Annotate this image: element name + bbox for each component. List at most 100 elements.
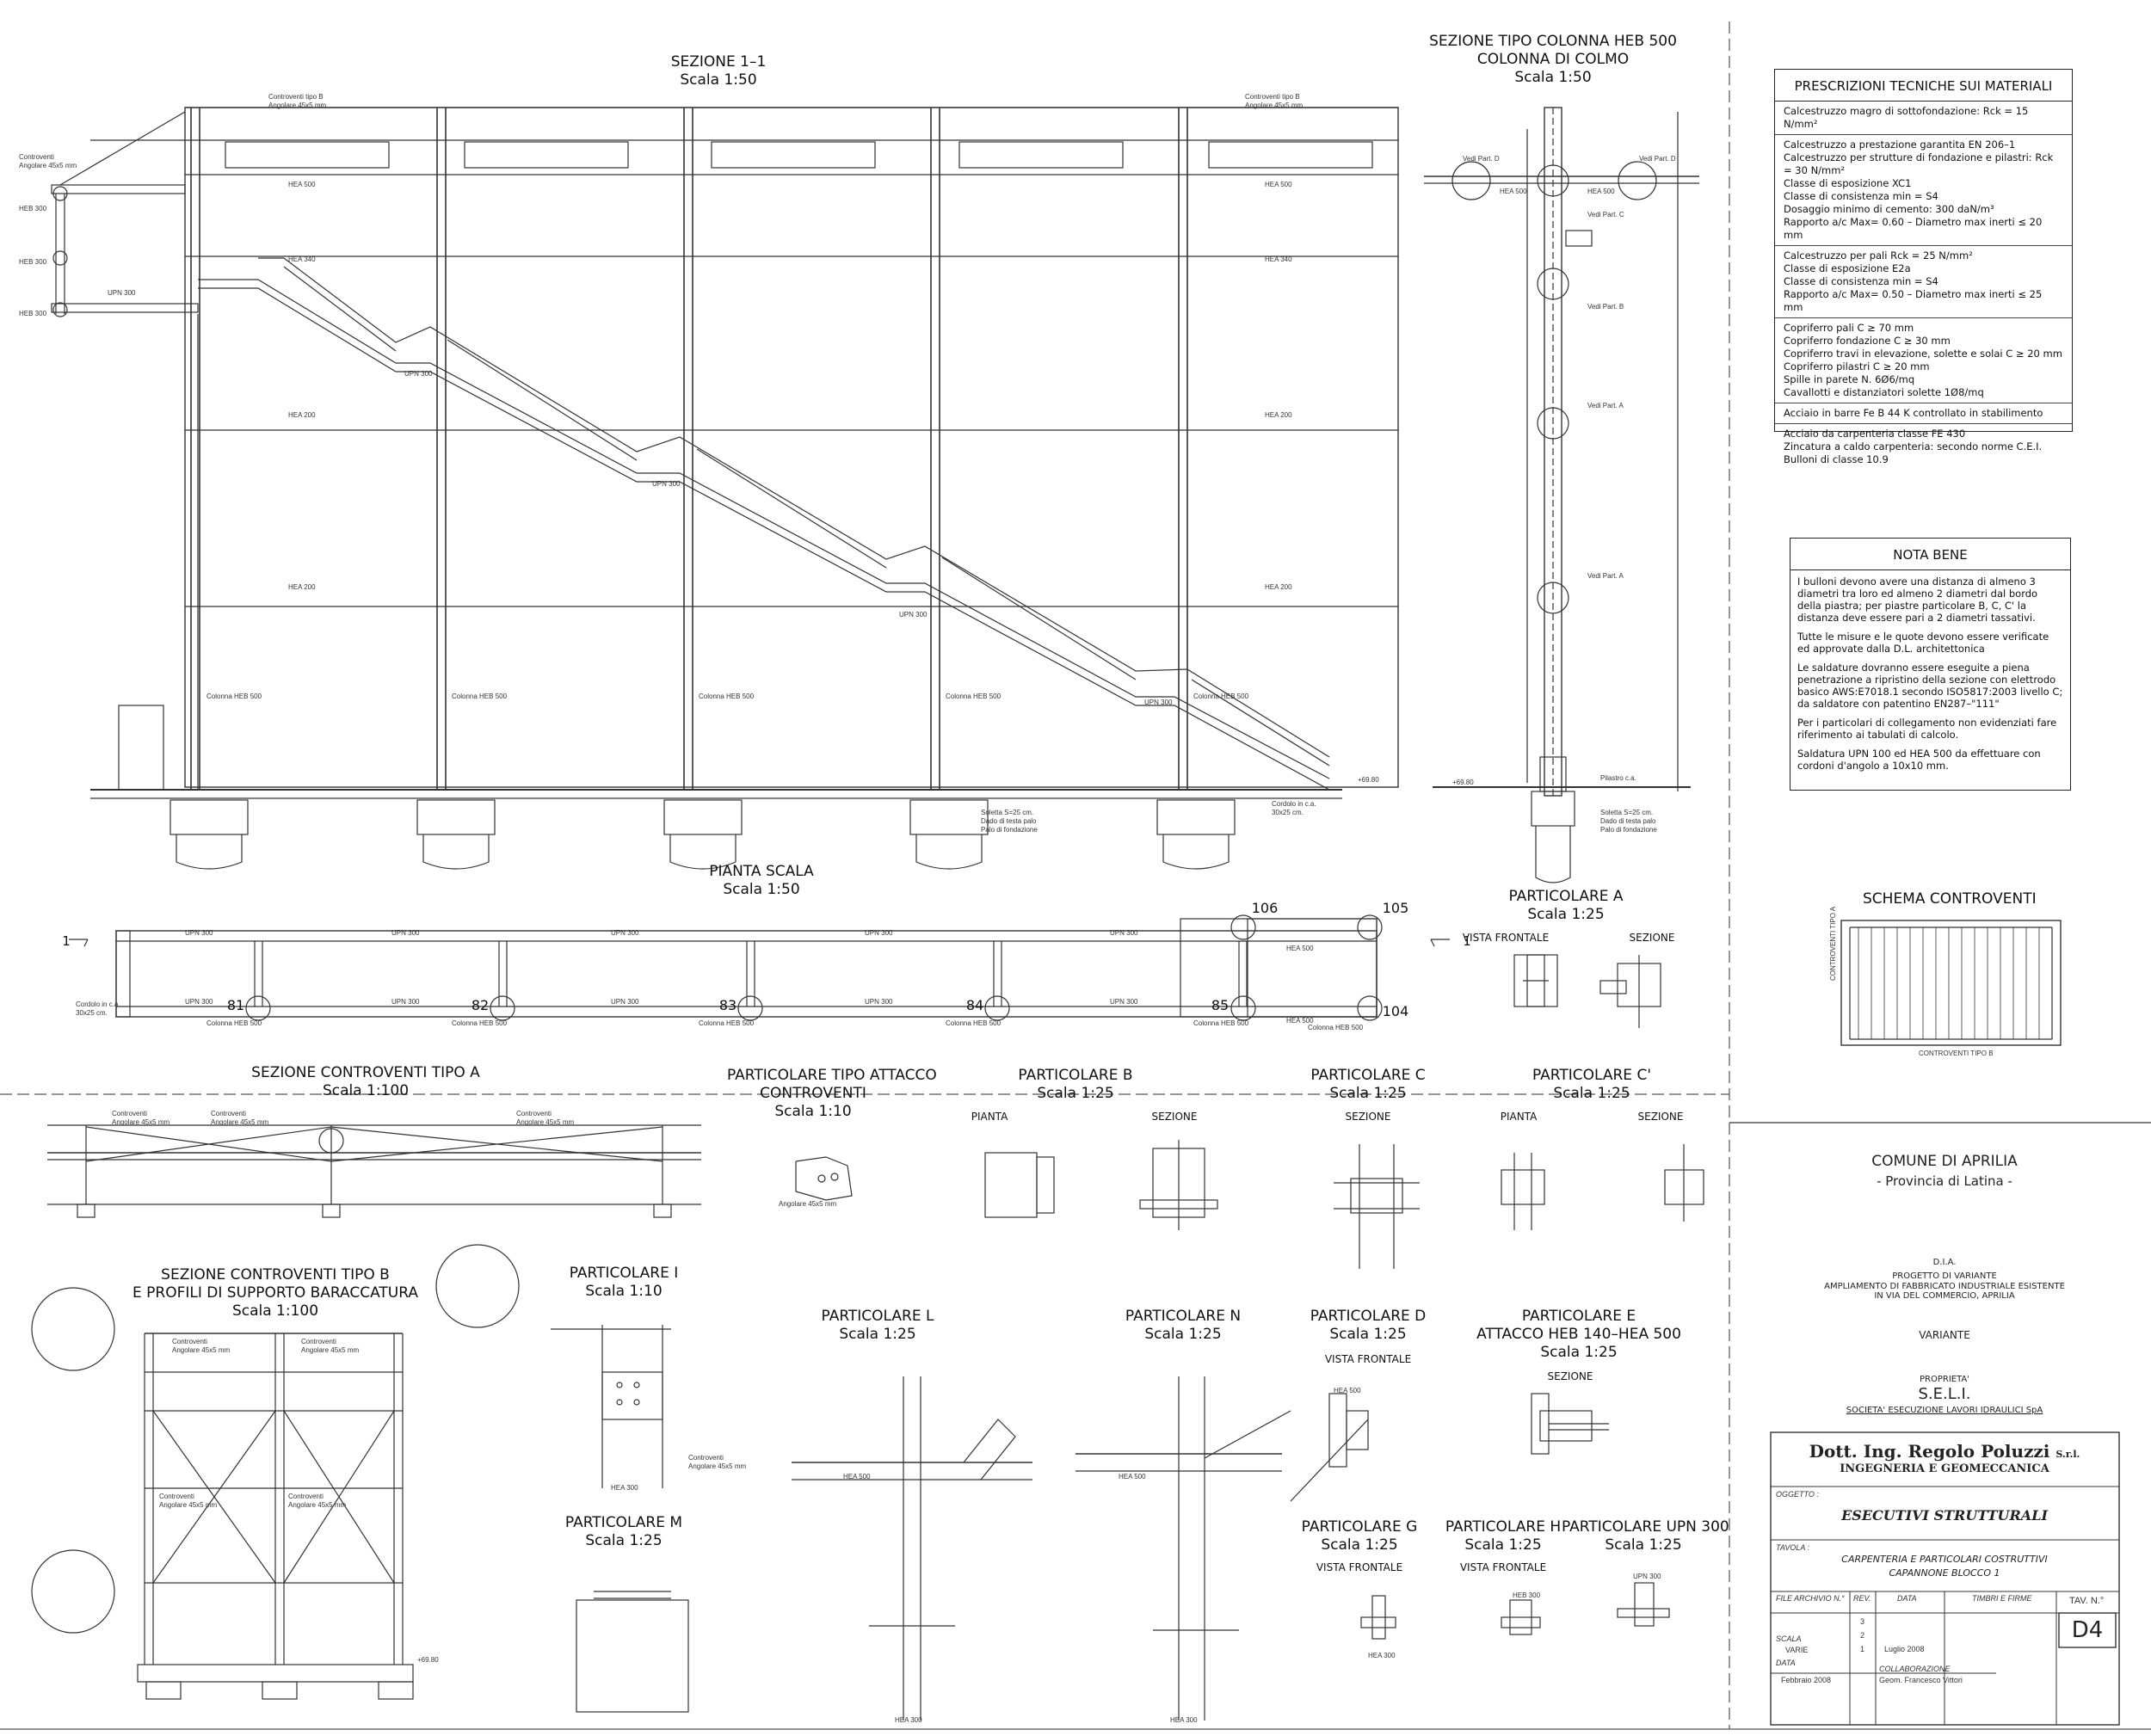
note-paragraph: Tutte le misure e le quote devono essere…: [1797, 631, 2049, 655]
label-hea340: HEA 340: [288, 255, 316, 263]
detail-m-title: PARTICOLARE M Scala 1:25: [559, 1514, 688, 1550]
detail-upn-title: PARTICOLARE UPN 300 Scala 1:25: [1562, 1518, 1729, 1554]
title-text: PARTICOLARE D: [1310, 1308, 1427, 1325]
detail-m-drawing: [576, 1591, 689, 1713]
bracing-scheme-title: SCHEMA CONTROVENTI: [1863, 890, 2037, 908]
spec-line: Classe di esposizione E2a: [1784, 262, 1911, 274]
scale-value: VARIE: [1785, 1646, 1809, 1654]
label-heb300: HEB 300: [19, 205, 47, 212]
label-controventi-tipo-a: CONTROVENTI TIPO A: [1829, 906, 1837, 981]
column-title: SEZIONE TIPO COLONNA HEB 500 COLONNA DI …: [1424, 33, 1682, 87]
title-text: PARTICOLARE A: [1508, 888, 1624, 905]
node-85: 85: [1211, 997, 1230, 1013]
specs-section-4: Copriferro pali C ≥ 70 mm Copriferro fon…: [1775, 318, 2072, 403]
specs-section-3: Calcestruzzo per pali Rck = 25 N/mm² Cla…: [1775, 246, 2072, 318]
label-angolare: Angolare 45x5 mm: [268, 102, 327, 109]
scale-text: Scala 1:50: [680, 71, 757, 89]
label-hea200: HEA 200: [1265, 411, 1292, 419]
section-mark-right: 1: [1463, 933, 1471, 949]
detail-e-sezione-label: SEZIONE: [1547, 1370, 1593, 1382]
title-text: PARTICOLARE C: [1310, 1067, 1426, 1084]
scale-text: Scala 1:25: [1540, 1344, 1618, 1361]
label-column-heb500: Colonna HEB 500: [1308, 1024, 1364, 1031]
label-angolare: Angolare 45x5 mm: [1245, 102, 1304, 109]
label-angolare: Angolare 45x5 mm: [301, 1346, 360, 1354]
label-vedi-a: Vedi Part. A: [1587, 572, 1624, 580]
label-column-heb500: Colonna HEB 500: [1193, 693, 1249, 700]
label-upn300: UPN 300: [899, 611, 928, 619]
label-upn300: UPN 300: [1110, 929, 1138, 937]
bracing-type-a-drawing: [47, 1124, 701, 1218]
label-controventi: Controventi: [159, 1493, 194, 1500]
spec-line: Zincatura a caldo carpenteria: secondo n…: [1784, 440, 2043, 452]
spec-line: Classe di consistenza min = S4: [1784, 275, 1938, 287]
label-upn300: UPN 300: [391, 929, 420, 937]
label-column-heb500: Colonna HEB 500: [452, 693, 508, 700]
note-paragraph: Le saldature dovranno essere eseguite a …: [1797, 662, 2063, 710]
label-column-heb500: Colonna HEB 500: [206, 693, 262, 700]
column-heb500-drawing: [1424, 107, 1699, 883]
spec-line: Copriferro pilastri C ≥ 20 mm: [1784, 360, 1930, 372]
notes-box: NOTA BENE I bulloni devono avere una dis…: [1790, 538, 2071, 791]
label-quota: +69.80: [417, 1656, 439, 1664]
label-pilastro: Pilastro c.a.: [1600, 774, 1636, 782]
variant-label: VARIANTE: [1919, 1329, 1970, 1341]
label-controventi: Controventi: [688, 1454, 724, 1462]
detail-e-title: PARTICOLARE E ATTACCO HEB 140–HEA 500 Sc…: [1467, 1308, 1691, 1362]
label-hea500: HEA 500: [1119, 1473, 1146, 1481]
material-specs-title: PRESCRIZIONI TECNICHE SUI MATERIALI: [1775, 70, 2072, 102]
object-value: ESECUTIVI STRUTTURALI: [1841, 1507, 2048, 1524]
detail-d-vista-label: VISTA FRONTALE: [1324, 1353, 1412, 1365]
project-desc-1: AMPLIAMENTO DI FABBRICATO INDUSTRIALE ES…: [1824, 1282, 2065, 1291]
label-controventi-tipo-b: CONTROVENTI TIPO B: [1919, 1050, 1994, 1057]
title-text: PARTICOLARE G: [1301, 1518, 1418, 1536]
label-hea500: HEA 500: [1500, 188, 1527, 195]
scale-text: Scala 1:100: [322, 1082, 410, 1099]
detail-c-drawing: [1334, 1144, 1420, 1269]
bracing-a-title: SEZIONE CONTROVENTI TIPO A Scala 1:100: [241, 1064, 490, 1100]
label-vedi-c: Vedi Part. C: [1587, 211, 1624, 219]
label-column-heb500: Colonna HEB 500: [946, 1019, 1002, 1027]
scale-text: Scala 1:25: [1329, 1326, 1407, 1343]
label-vedi-a: Vedi Part. A: [1587, 402, 1624, 409]
label-column-heb500: Colonna HEB 500: [452, 1019, 508, 1027]
node-105: 105: [1382, 900, 1409, 916]
label-upn300: UPN 300: [652, 480, 681, 488]
detail-c-sezione-label: SEZIONE: [1345, 1111, 1391, 1123]
label-cordolo: Cordolo in c.a.: [1272, 800, 1316, 808]
node-81: 81: [226, 997, 245, 1013]
detail-g-h-upn-drawing: [1360, 1582, 1670, 1640]
spec-line: Classe di consistenza min = S4: [1784, 190, 1938, 202]
date-label: DATA: [1897, 1594, 1917, 1603]
label-hea500: HEA 500: [288, 181, 316, 188]
stamps-label: TIMBRI E FIRME: [1972, 1594, 2032, 1603]
date-value: Febbraio 2008: [1781, 1676, 1832, 1684]
label-hea340: HEA 340: [1265, 255, 1292, 263]
sheet-desc-2: CAPANNONE BLOCCO 1: [1889, 1567, 2000, 1579]
label-upn300: UPN 300: [391, 998, 420, 1006]
detail-b-drawing: [984, 1140, 1218, 1230]
scale-text: Scala 1:100: [231, 1302, 319, 1320]
scale-text: Scala 1:10: [585, 1283, 663, 1300]
label-hea200: HEA 200: [1265, 583, 1292, 591]
label-controventi: Controventi: [112, 1110, 147, 1117]
detail-g-title: PARTICOLARE G Scala 1:25: [1295, 1518, 1424, 1554]
title-text: CONTROVENTI: [760, 1085, 866, 1102]
label-soletta: Soletta S=25 cm.: [1600, 809, 1654, 816]
title-text: PARTICOLARE M: [564, 1514, 683, 1531]
spec-line: Calcestruzzo per strutture di fondazione…: [1784, 151, 2054, 176]
title-text: PARTICOLARE TIPO ATTACCO: [727, 1067, 937, 1084]
scale-text: Scala 1:25: [585, 1532, 663, 1549]
label-upn300: UPN 300: [185, 929, 213, 937]
specs-section-5: Acciaio in barre Fe B 44 K controllato i…: [1775, 403, 2072, 424]
spec-line: Copriferro travi in elevazione, solette …: [1784, 348, 2062, 360]
section-1-1-title: SEZIONE 1–1 Scala 1:50: [654, 53, 783, 89]
dia-label: D.I.A.: [1932, 1258, 1957, 1267]
collaboration-value: Geom. Francesco Vittori: [1879, 1676, 1963, 1684]
label-quota: +69.80: [1452, 779, 1474, 786]
scale-text: Scala 1:25: [1037, 1085, 1114, 1102]
label-heb300: HEB 300: [19, 310, 47, 317]
revision-label: REV.: [1853, 1594, 1871, 1603]
company-fullname: SOCIETA' ESECUZIONE LAVORI IDRAULICI SpA: [1846, 1406, 2043, 1415]
file-archive-label: FILE ARCHIVIO N.°: [1776, 1594, 1845, 1603]
